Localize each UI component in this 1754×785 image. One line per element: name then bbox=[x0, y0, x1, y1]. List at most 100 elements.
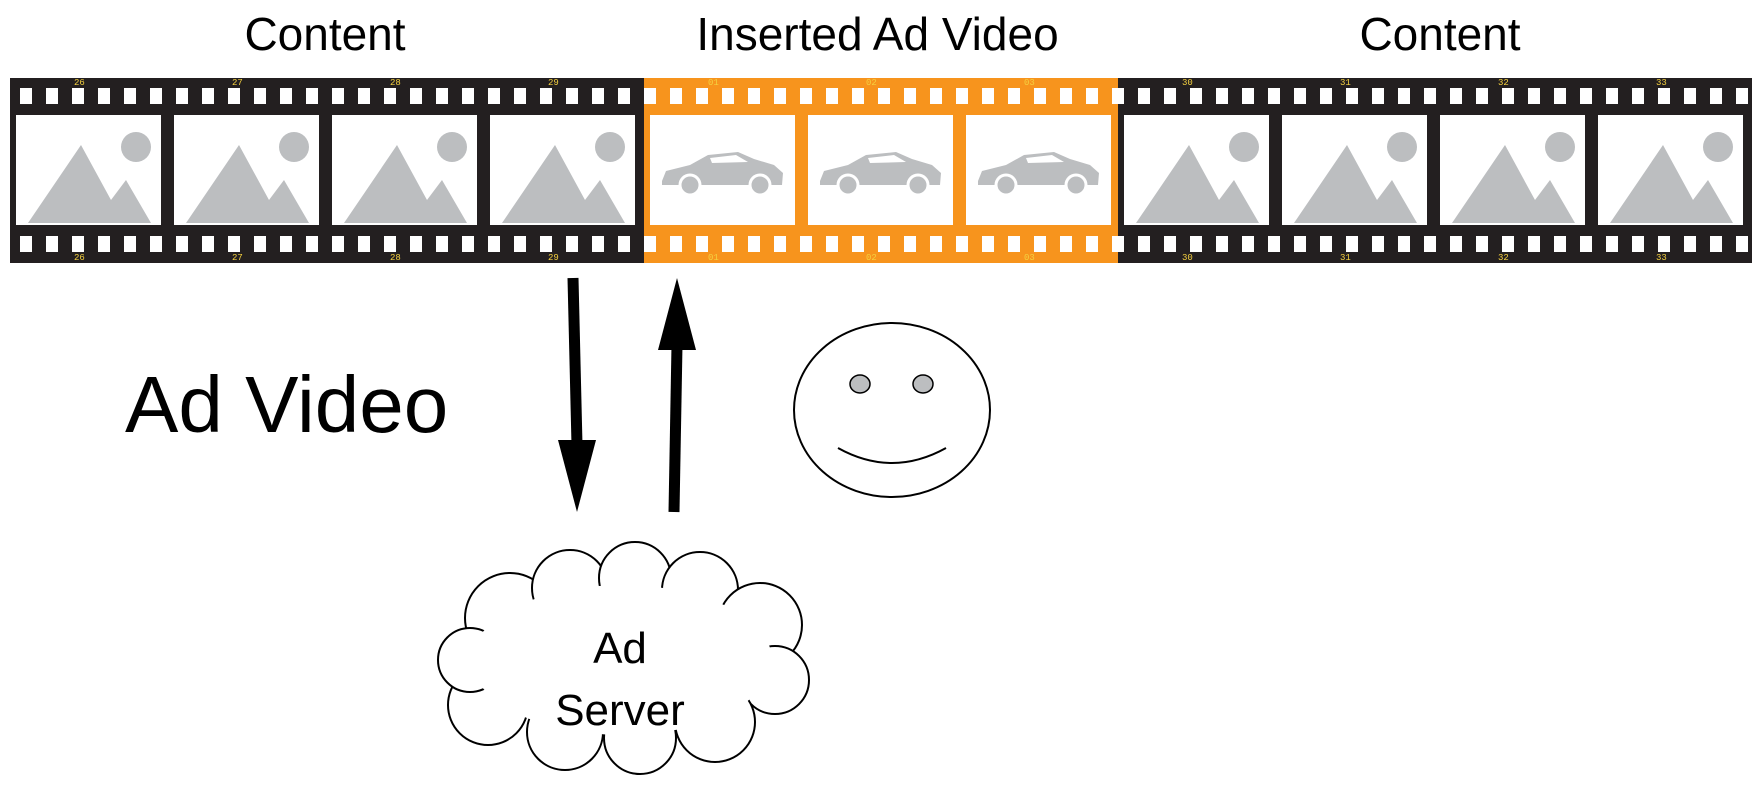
sprocket-hole bbox=[514, 88, 526, 104]
sprocket-hole bbox=[1034, 236, 1046, 252]
sprocket-hole bbox=[1060, 88, 1072, 104]
sprocket-hole bbox=[930, 236, 942, 252]
sprocket-hole bbox=[878, 88, 890, 104]
sprocket-hole bbox=[1736, 88, 1748, 104]
sprocket-hole bbox=[592, 88, 604, 104]
sprocket-hole bbox=[488, 88, 500, 104]
sprocket-hole bbox=[462, 88, 474, 104]
ad-server-label-line2: Server bbox=[555, 686, 685, 735]
sprocket-hole bbox=[1736, 236, 1748, 252]
car-icon bbox=[650, 115, 795, 225]
sprocket-hole bbox=[1476, 88, 1488, 104]
sprocket-hole bbox=[384, 88, 396, 104]
sprocket-hole bbox=[1242, 88, 1254, 104]
sprocket-hole bbox=[280, 236, 292, 252]
sprocket-hole bbox=[826, 88, 838, 104]
sprocket-hole bbox=[1372, 236, 1384, 252]
image-placeholder-icon bbox=[1440, 115, 1585, 225]
sprocket-hole bbox=[1424, 236, 1436, 252]
sprocket-hole bbox=[1268, 88, 1280, 104]
sprocket-hole bbox=[1190, 88, 1202, 104]
sprocket-hole bbox=[410, 88, 422, 104]
frame-number: 33 bbox=[1656, 78, 1667, 88]
sprocket-hole bbox=[20, 236, 32, 252]
ad-video-label: Ad Video bbox=[125, 360, 449, 449]
sprocket-hole bbox=[540, 88, 552, 104]
sprocket-hole bbox=[1242, 236, 1254, 252]
sprocket-hole bbox=[722, 88, 734, 104]
sprocket-hole bbox=[488, 236, 500, 252]
sprocket-hole bbox=[1450, 236, 1462, 252]
image-placeholder-icon bbox=[174, 115, 319, 225]
frame-number: 03 bbox=[1024, 78, 1035, 88]
sprocket-hole bbox=[566, 88, 578, 104]
sprocket-hole bbox=[358, 236, 370, 252]
sprocket-hole bbox=[124, 236, 136, 252]
sprocket-hole bbox=[1554, 88, 1566, 104]
sprocket-hole bbox=[774, 88, 786, 104]
sprocket-hole bbox=[1138, 88, 1150, 104]
sprocket-hole bbox=[1216, 236, 1228, 252]
sprocket-hole bbox=[98, 88, 110, 104]
sprocket-hole bbox=[1632, 88, 1644, 104]
sprocket-hole bbox=[332, 88, 344, 104]
frame-number: 01 bbox=[708, 253, 719, 263]
sprocket-hole bbox=[1684, 236, 1696, 252]
sprocket-hole bbox=[982, 88, 994, 104]
frame-number: 30 bbox=[1182, 253, 1193, 263]
sprocket-hole bbox=[176, 88, 188, 104]
arrow-from-ad-server bbox=[658, 278, 696, 513]
film-frames bbox=[16, 115, 1743, 225]
frame-number: 29 bbox=[548, 253, 559, 263]
sprocket-hole bbox=[1554, 236, 1566, 252]
frame-number: 26 bbox=[74, 78, 85, 88]
sprocket-hole bbox=[1580, 88, 1592, 104]
image-placeholder-icon bbox=[1124, 115, 1269, 225]
frame-number: 29 bbox=[548, 78, 559, 88]
sprocket-hole bbox=[1502, 88, 1514, 104]
sprocket-hole bbox=[1190, 236, 1202, 252]
sprocket-hole bbox=[982, 236, 994, 252]
sprocket-hole bbox=[1034, 88, 1046, 104]
sprocket-hole bbox=[644, 236, 656, 252]
frame-number: 30 bbox=[1182, 78, 1193, 88]
frame-number: 28 bbox=[390, 78, 401, 88]
car-icon bbox=[808, 115, 953, 225]
sprocket-hole bbox=[72, 88, 84, 104]
sprocket-hole bbox=[228, 236, 240, 252]
sprocket-hole bbox=[1424, 88, 1436, 104]
sprocket-hole bbox=[1398, 88, 1410, 104]
sprocket-hole bbox=[176, 236, 188, 252]
sprocket-hole bbox=[202, 88, 214, 104]
sprocket-holes bbox=[20, 88, 1748, 252]
sprocket-hole bbox=[150, 236, 162, 252]
sprocket-hole bbox=[1268, 236, 1280, 252]
frame-number: 02 bbox=[866, 78, 877, 88]
sprocket-hole bbox=[1632, 236, 1644, 252]
sprocket-hole bbox=[1138, 236, 1150, 252]
sprocket-hole bbox=[618, 236, 630, 252]
sprocket-hole bbox=[280, 88, 292, 104]
sprocket-hole bbox=[1216, 88, 1228, 104]
sprocket-hole bbox=[1060, 236, 1072, 252]
sprocket-hole bbox=[436, 88, 448, 104]
sprocket-hole bbox=[1320, 236, 1332, 252]
sprocket-hole bbox=[722, 236, 734, 252]
image-placeholder-icon bbox=[332, 115, 477, 225]
sprocket-hole bbox=[956, 236, 968, 252]
sprocket-hole bbox=[358, 88, 370, 104]
image-placeholder-icon bbox=[1598, 115, 1743, 225]
sprocket-hole bbox=[20, 88, 32, 104]
sprocket-hole bbox=[98, 236, 110, 252]
image-placeholder-icon bbox=[1282, 115, 1427, 225]
sprocket-hole bbox=[1346, 88, 1358, 104]
sprocket-hole bbox=[1008, 88, 1020, 104]
sprocket-hole bbox=[670, 236, 682, 252]
sprocket-hole bbox=[852, 236, 864, 252]
sprocket-hole bbox=[800, 88, 812, 104]
frame-number: 32 bbox=[1498, 78, 1509, 88]
frame-number: 27 bbox=[232, 253, 243, 263]
sprocket-hole bbox=[1112, 88, 1124, 104]
sprocket-hole bbox=[1684, 88, 1696, 104]
